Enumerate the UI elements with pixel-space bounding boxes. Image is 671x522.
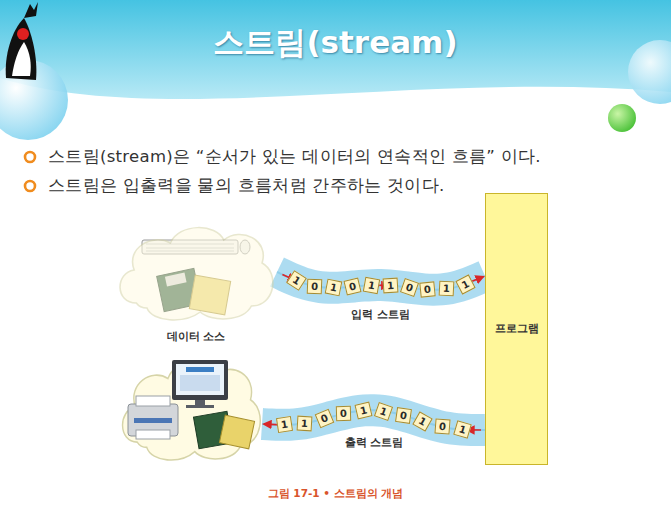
bit-tile: 1 [297, 415, 313, 431]
bit-tile: 0 [315, 409, 335, 429]
source-label: 데이터 소스 [115, 330, 277, 344]
bit-tile: 1 [439, 281, 455, 297]
bullet-text: 스트림(stream)은 “순서가 있는 데이터의 연속적인 흐름” 이다. [48, 146, 541, 168]
bit-tile: 0 [434, 419, 450, 435]
bit-tile: 0 [420, 281, 436, 297]
java-mascot [6, 2, 38, 80]
program-box: 프로그램 [485, 193, 548, 465]
figure-caption: 그림 17-1 • 스트림의 개념 [0, 487, 671, 501]
banner-wave [0, 78, 671, 130]
bit-tile: 0 [307, 278, 323, 294]
bit-tile: 1 [355, 401, 373, 419]
program-label: 프로그램 [495, 322, 539, 336]
bit-tile: 1 [363, 276, 380, 293]
green-bubble [608, 104, 636, 132]
bit-tile: 1 [455, 274, 475, 294]
stream-label: 출력 스트림 [345, 436, 404, 450]
bit-tile: 1 [276, 416, 293, 433]
bubble [628, 40, 671, 104]
printer-icon [128, 396, 178, 439]
cloud-outline [115, 218, 277, 326]
bit-tile: 1 [325, 279, 343, 297]
stream-band-core [262, 410, 485, 430]
output-device-cloud [123, 362, 261, 460]
data-source-cloud: 데이터 소스 [115, 218, 277, 326]
stream-label: 입력 스트림 [351, 308, 410, 322]
bit-tile: 1 [286, 270, 307, 291]
bit-tile: 1 [453, 420, 472, 439]
slide-title: 스트림(stream) [0, 22, 671, 64]
bit-tile: 0 [400, 278, 419, 297]
output-stream-band [262, 410, 485, 430]
floppy-disk-icon [193, 411, 254, 449]
bit-tile: 1 [382, 278, 398, 294]
bullet-ring [25, 181, 35, 191]
bit-tile: 1 [374, 401, 393, 420]
monitor-icon [172, 360, 228, 408]
stream-band [262, 410, 485, 430]
bit-tile: 0 [343, 278, 361, 296]
bit-tile: 1 [413, 411, 433, 431]
bullet-text: 스트림은 입출력을 물의 흐름처럼 간주하는 것이다. [48, 175, 445, 197]
bit-tile: 0 [336, 406, 351, 421]
bullet-ring [25, 152, 35, 162]
bit-tile: 0 [395, 407, 412, 424]
